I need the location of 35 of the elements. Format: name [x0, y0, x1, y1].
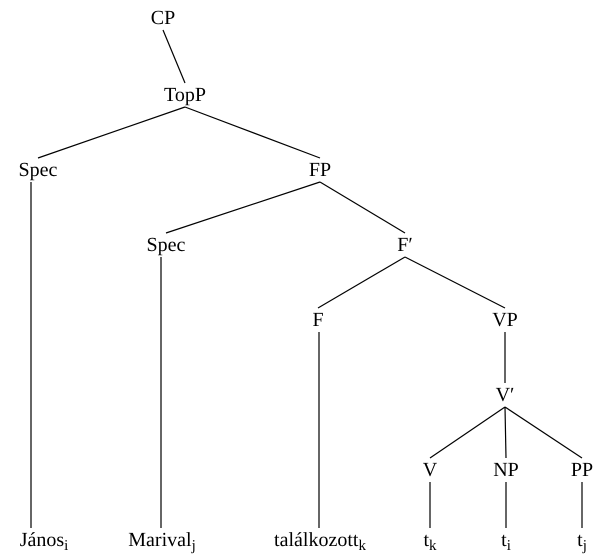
tree-node-label: V — [422, 459, 438, 481]
tree-node-label: F — [311, 309, 325, 331]
tree-branch — [504, 332, 506, 383]
tree-branch — [505, 482, 507, 528]
tree-node-label: PP — [570, 459, 594, 481]
tree-branch — [581, 482, 583, 528]
tree-node-label: Marival$_{j}$ — [127, 529, 197, 551]
tree-branch — [162, 30, 186, 84]
tree-branch — [38, 106, 186, 159]
tree-node-label: t$_{k}$ — [422, 529, 438, 551]
tree-branch — [504, 406, 582, 458]
tree-branch — [160, 257, 162, 528]
tree-node-label: NP — [492, 459, 520, 481]
tree-branch — [30, 182, 32, 528]
tree-node-label: t$_{j}$ — [576, 529, 588, 551]
tree-node-label: t$_{i}$ — [500, 529, 512, 551]
tree-node-label: János$_{i}$ — [18, 529, 70, 551]
tree-branch — [320, 181, 406, 234]
tree-node-label: VP — [491, 309, 519, 331]
tree-node-label: TopP — [163, 84, 207, 106]
tree-node-label: Spec — [18, 159, 58, 181]
tree-node-label: CP — [150, 7, 176, 29]
tree-node-label: találkozott$_{k}$ — [273, 529, 367, 551]
tree-node-label: F′ — [396, 234, 414, 256]
tree-branch — [504, 406, 507, 458]
tree-branch — [429, 482, 431, 528]
tree-branch — [404, 256, 506, 309]
tree-branch — [166, 181, 320, 234]
tree-node-label: FP — [308, 159, 332, 181]
tree-branch — [318, 256, 406, 309]
tree-node-label: Spec — [146, 234, 186, 256]
tree-branch — [318, 332, 320, 528]
tree-branch — [184, 106, 320, 159]
tree-node-label: V′ — [494, 384, 516, 406]
tree-branch — [430, 406, 506, 458]
